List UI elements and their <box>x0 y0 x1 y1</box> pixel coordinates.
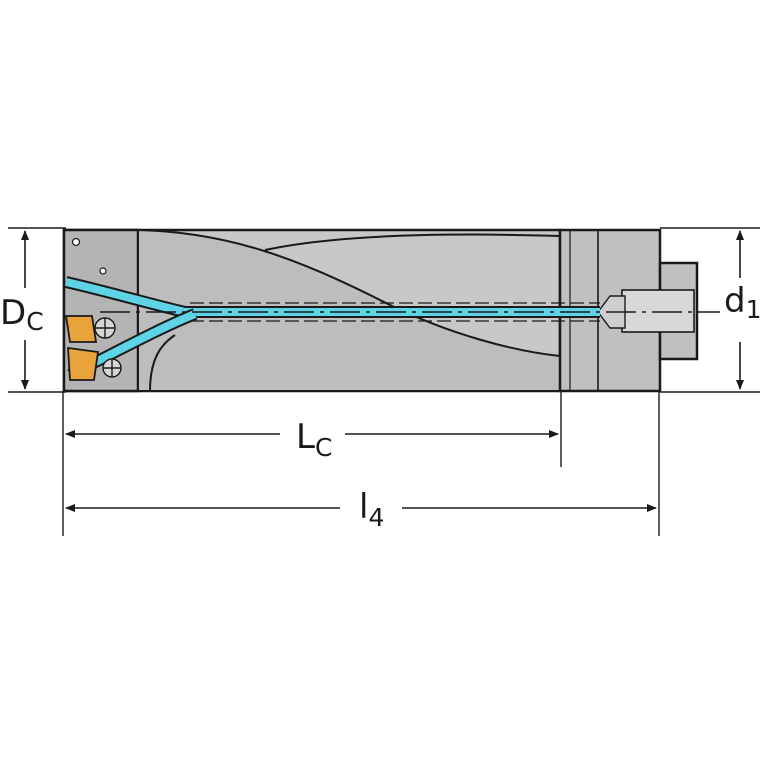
cutting-inserts <box>64 237 122 381</box>
insert-upper <box>64 315 98 343</box>
insert-screw-lower <box>102 358 122 378</box>
label-l4: l4 <box>359 487 384 532</box>
dimension-lines <box>21 230 744 512</box>
insert-lower <box>67 346 100 381</box>
flute-3 <box>149 334 176 392</box>
label-lc: LC <box>296 417 332 462</box>
label-d1: d1 <box>724 281 762 324</box>
insert-screw-upper <box>94 317 116 339</box>
coupling-bore <box>621 289 695 333</box>
label-dc: DC <box>0 293 44 336</box>
extension-lines <box>8 227 760 536</box>
flute-2 <box>264 233 561 251</box>
